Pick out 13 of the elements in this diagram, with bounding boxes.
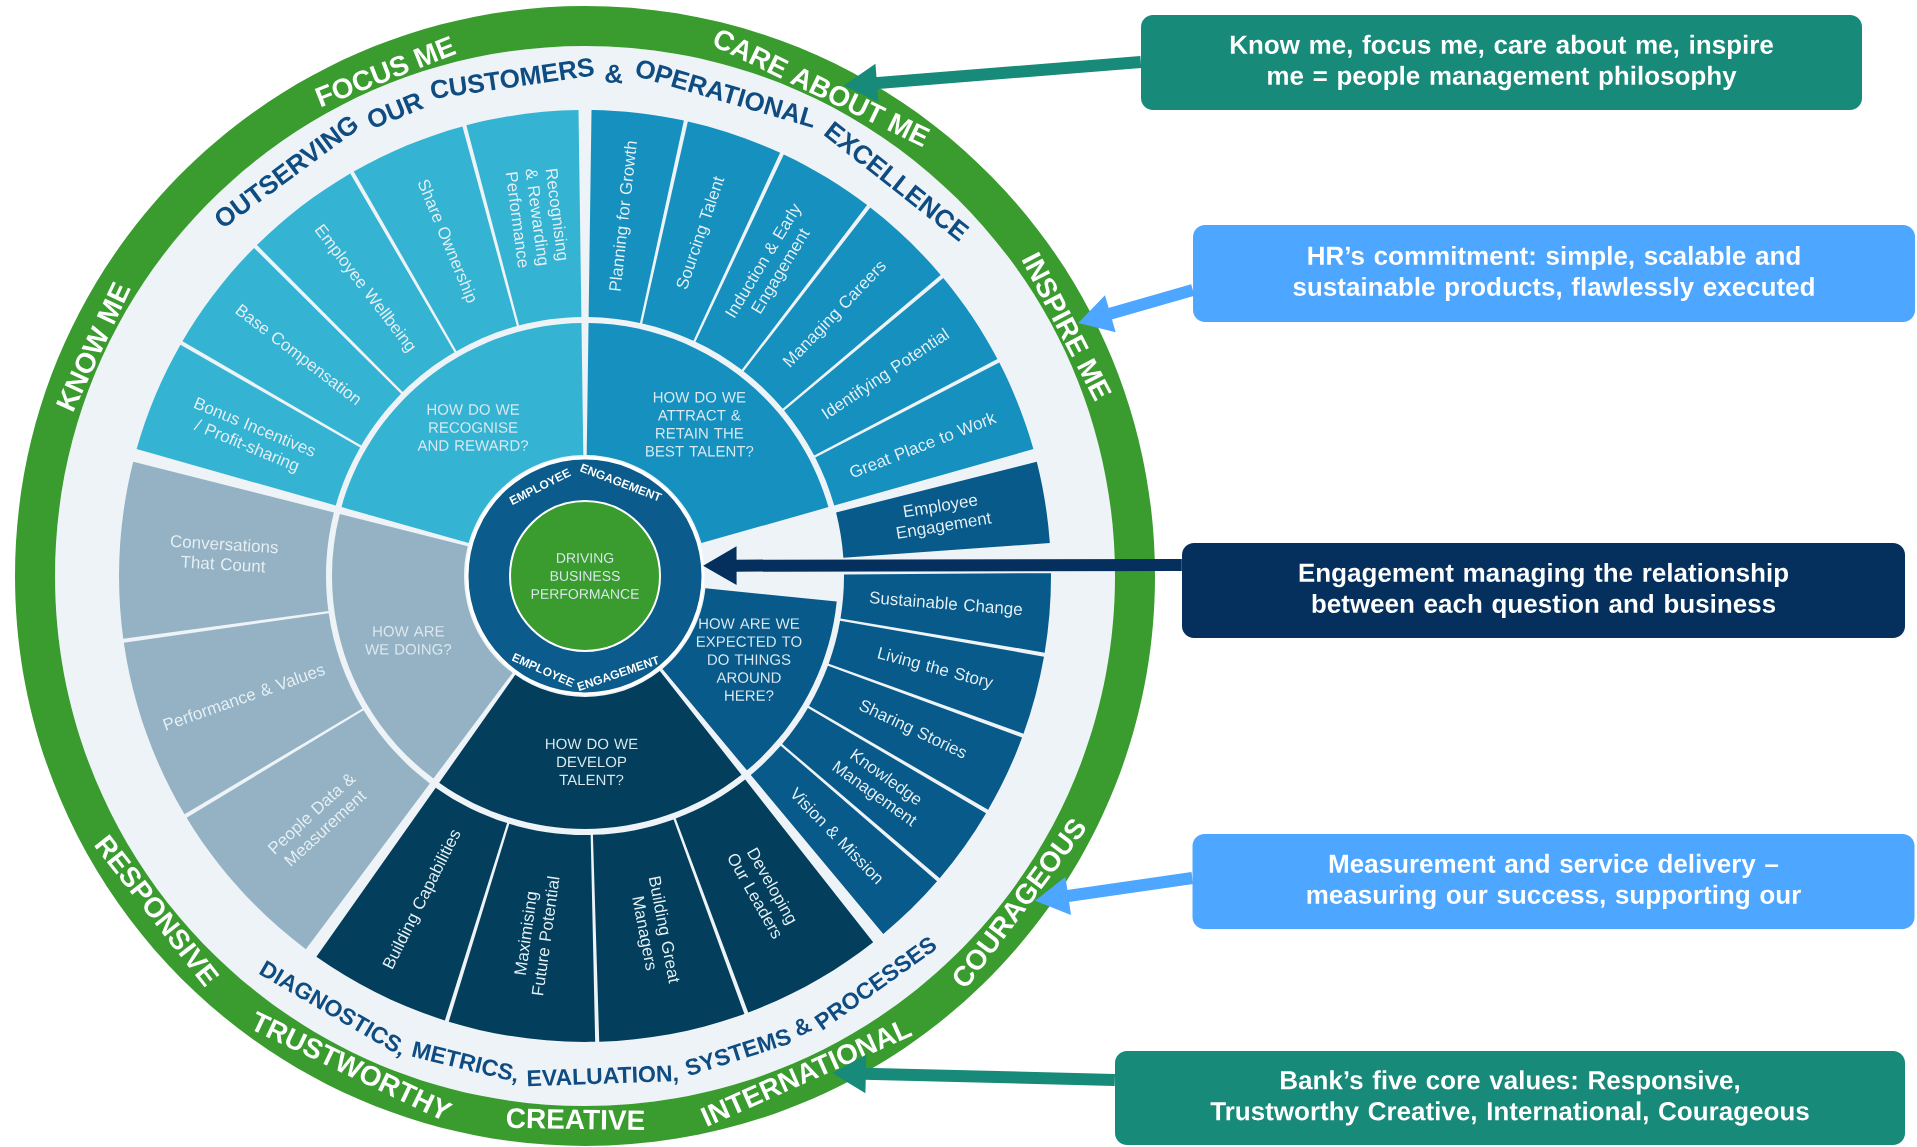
node-label: Planning for Growth xyxy=(609,141,637,291)
node-label: HOW ARE WE DOING? xyxy=(365,625,452,655)
ring-word: CREATIVE xyxy=(506,1108,645,1131)
callout-box: HR’s commitment: simple, scalable and sustainable products, flawlessly executed xyxy=(1193,225,1915,322)
node-label: Maximising Future Potential xyxy=(514,876,560,996)
callout-box: Bank’s five core values: Responsive, Trustworthy Creative, International, Courageous xyxy=(1115,1051,1905,1145)
node-label: Sustainable Change xyxy=(869,591,1022,618)
node-label: HOW DO WE RECOGNISE AND REWARD? xyxy=(417,404,529,451)
callout-box: Know me, focus me, care about me, inspire me = people management philosophy xyxy=(1141,15,1862,110)
node-label: Conversations That Count xyxy=(170,535,278,573)
node-label: HOW DO WE DEVELOP TALENT? xyxy=(546,738,638,786)
callout-box: Engagement managing the relationship between each question and business xyxy=(1182,543,1905,638)
callout-box: Measurement and service delivery – measuring our success, supporting our xyxy=(1192,834,1915,929)
